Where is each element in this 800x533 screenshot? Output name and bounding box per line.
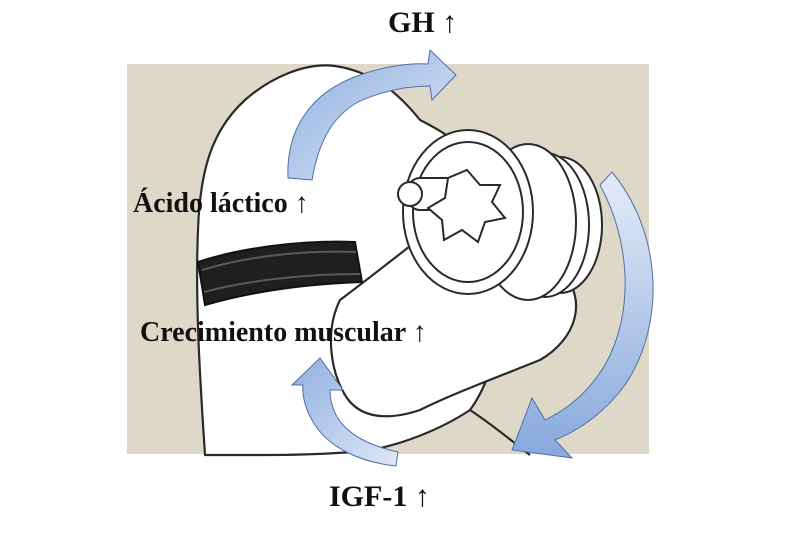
igf1-label: IGF-1 ↑ [329, 480, 430, 513]
curved-arrow-left [290, 357, 399, 467]
dumbbell-icon [397, 129, 603, 301]
muscle-growth-label: Crecimiento muscular ↑ [140, 317, 427, 348]
lactic-acid-label: Ácido láctico ↑ [133, 188, 309, 219]
curved-arrow-down [511, 171, 654, 459]
gh-label: GH ↑ [388, 6, 458, 39]
occlusion-band [196, 240, 364, 307]
curved-arrow-up [287, 48, 457, 181]
